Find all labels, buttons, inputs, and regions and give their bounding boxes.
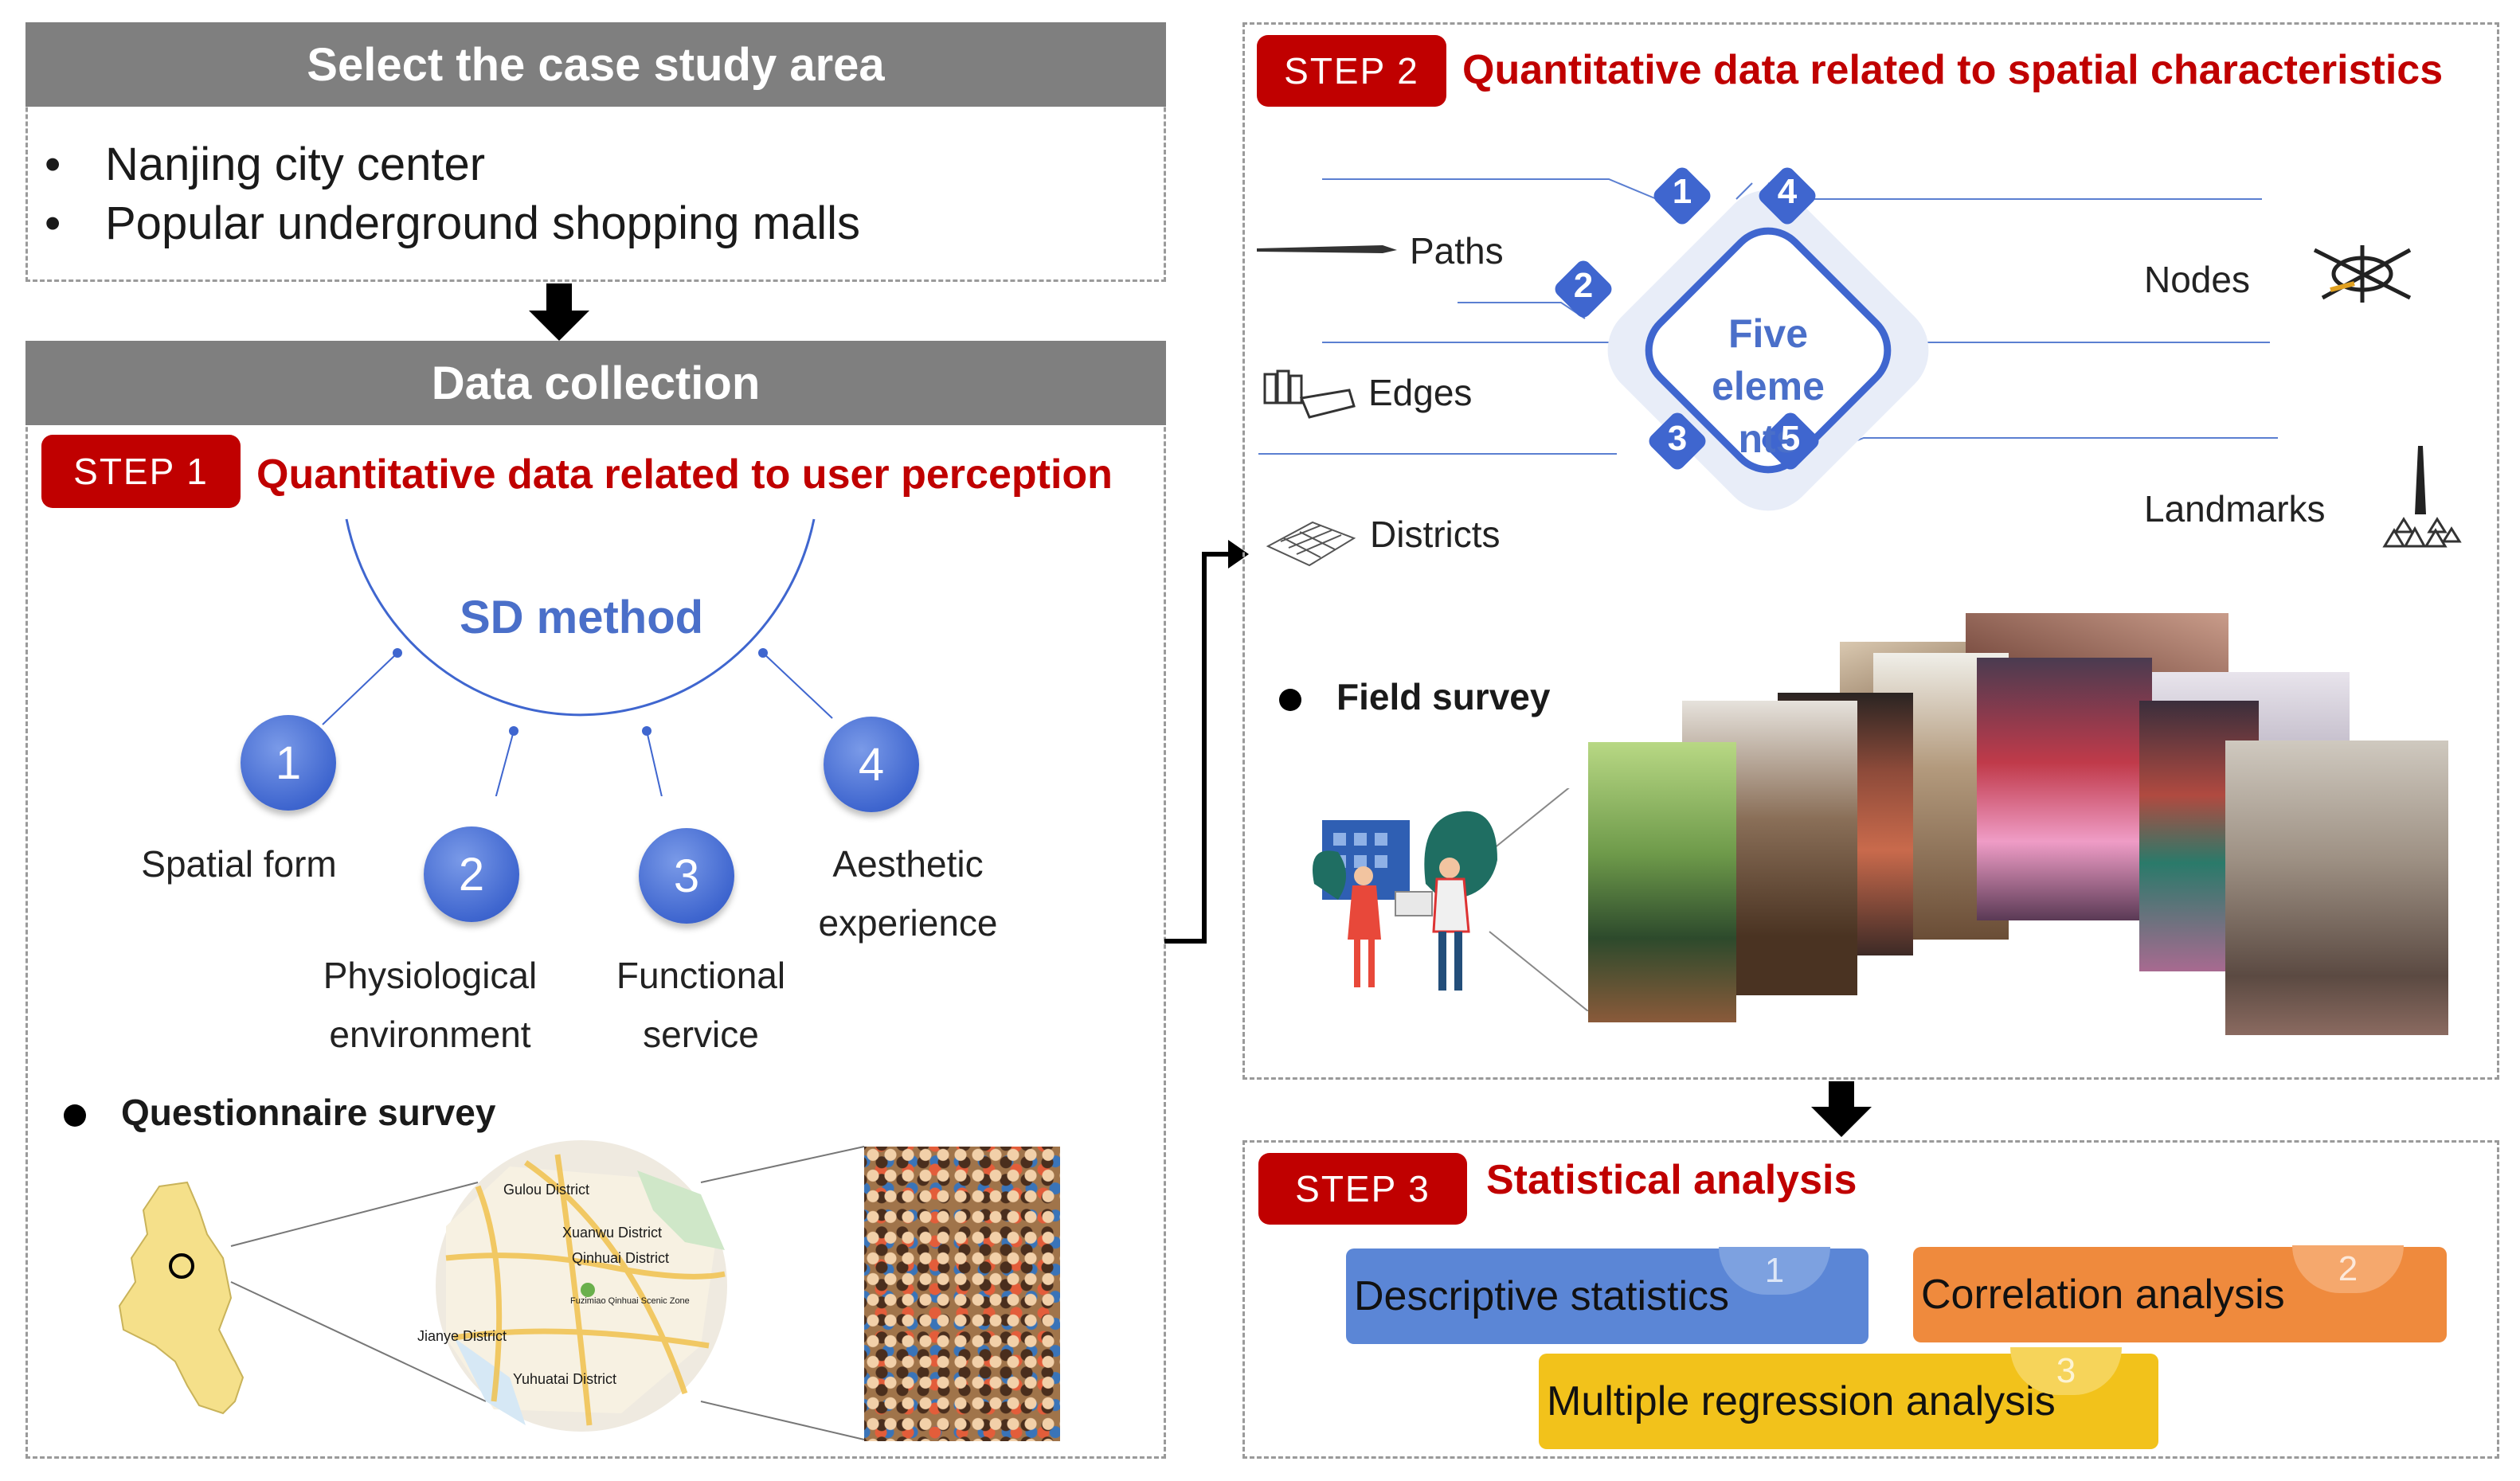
- step3-panel: [1242, 1140, 2499, 1459]
- step2-badge: STEP 2: [1257, 35, 1446, 107]
- sd-item-number: 1: [241, 715, 336, 811]
- surveyors-illustration: [1313, 788, 1589, 1011]
- mall-photo: [1588, 742, 1736, 1022]
- five-elements-diagram: [1258, 167, 2278, 511]
- step3-title: Statistical analysis: [1486, 1157, 1857, 1203]
- stat-label: Correlation analysis: [1921, 1272, 2285, 1318]
- step1-badge: STEP 1: [41, 435, 241, 508]
- map-label: Jianye District: [417, 1328, 507, 1344]
- sd-item-number: 2: [424, 826, 519, 922]
- down-arrow-icon: [1811, 1081, 1872, 1137]
- element-label: Districts: [1370, 514, 1501, 555]
- down-arrow-icon: [529, 283, 589, 341]
- map-label: Gulou District: [503, 1182, 590, 1198]
- sd-method-arc: [322, 518, 833, 796]
- case-study-bullets: Nanjing city center Popular underground …: [25, 135, 1141, 253]
- map-label: Qinhuai District: [572, 1250, 670, 1266]
- sd-item-label: Spatial form: [141, 843, 337, 885]
- element-number: 5: [1780, 419, 1801, 458]
- element-label: Landmarks: [2144, 488, 2326, 529]
- paths-icon: [1257, 245, 1397, 253]
- sd-method-label: SD method: [459, 592, 704, 643]
- sd-item-number: 3: [639, 828, 734, 924]
- questionnaire-survey-label: Questionnaire survey: [64, 1091, 495, 1134]
- element-label: Edges: [1368, 372, 1473, 413]
- step2-panel: [1242, 22, 2499, 1080]
- stat-label: Multiple regression analysis: [1547, 1378, 2056, 1424]
- mall-photo: [2225, 740, 2448, 1035]
- element-number: 4: [1777, 172, 1798, 211]
- element-number: 2: [1573, 266, 1594, 305]
- sd-item-number: 4: [824, 717, 919, 812]
- crowd-image: [864, 1147, 1060, 1441]
- step3-badge: STEP 3: [1258, 1153, 1467, 1225]
- nanjing-map: [118, 1140, 865, 1440]
- element-label: Nodes: [2144, 259, 2250, 300]
- nodes-icon: [2313, 245, 2412, 303]
- field-survey-label: Field survey: [1279, 675, 1550, 718]
- element-number: 3: [1667, 419, 1688, 458]
- bullet-dot-icon: [64, 1104, 86, 1127]
- stat-label: Descriptive statistics: [1354, 1273, 1729, 1319]
- step2-title: Quantitative data related to spatial cha…: [1462, 47, 2444, 93]
- element-label: Paths: [1410, 230, 1504, 272]
- mall-photo: [1977, 658, 2152, 920]
- districts-icon: [1266, 521, 1356, 567]
- stat-box-regression: Multiple regression analysis: [1539, 1354, 2158, 1449]
- landmarks-icon: [2382, 446, 2462, 548]
- data-collection-title: Data collection: [25, 341, 1166, 425]
- map-label: Yuhuatai District: [513, 1371, 617, 1387]
- case-study-title: Select the case study area: [25, 22, 1166, 107]
- connector-arrow: [1164, 540, 1249, 944]
- map-label: Fuzimiao Qinhuai Scenic Zone: [570, 1296, 690, 1306]
- bullet-item: Popular underground shopping malls: [25, 194, 1141, 253]
- element-number: 1: [1672, 172, 1692, 211]
- bullet-dot-icon: [1279, 688, 1301, 711]
- edges-icon: [1263, 369, 1356, 419]
- map-label: Xuanwu District: [562, 1225, 663, 1241]
- step1-title: Quantitative data related to user percep…: [256, 451, 1113, 498]
- bullet-item: Nanjing city center: [25, 135, 1141, 194]
